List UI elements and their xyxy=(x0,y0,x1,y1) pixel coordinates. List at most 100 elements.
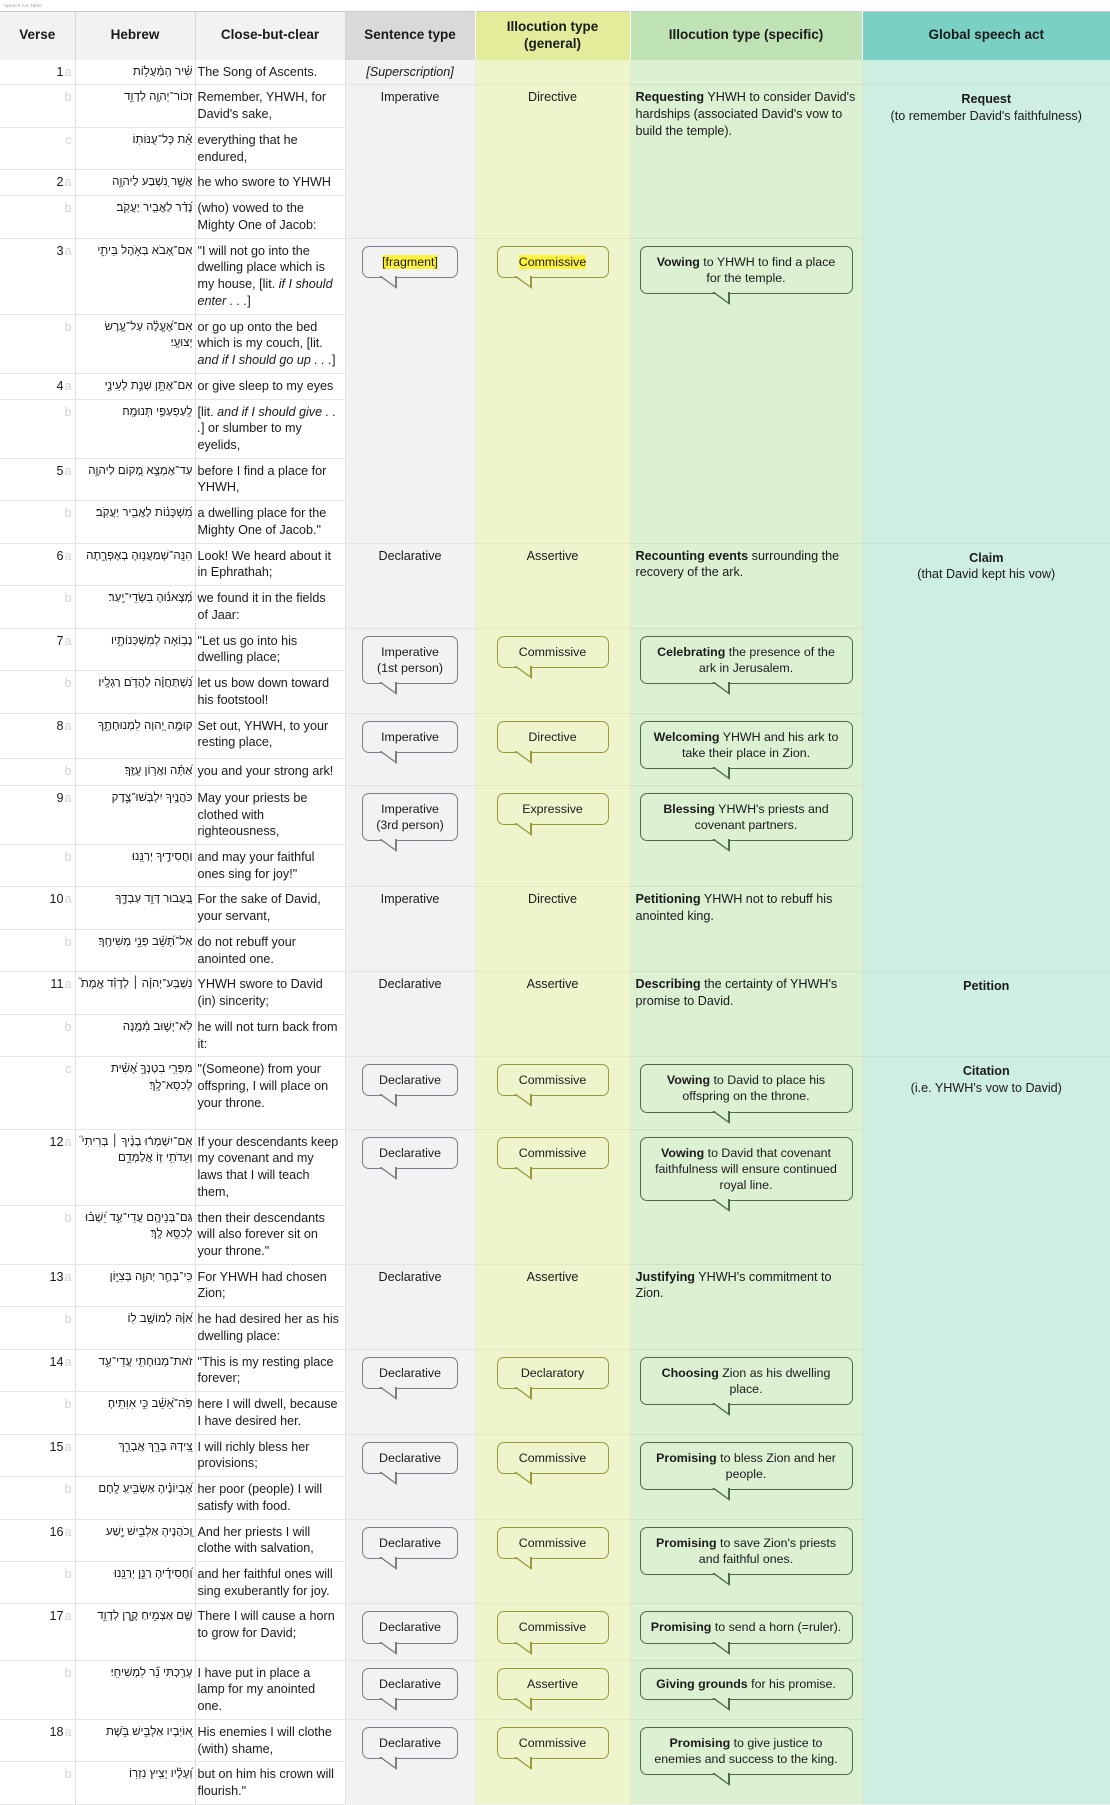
illocution-verb: Blessing xyxy=(663,801,715,816)
close-but-clear-cell: we found it in the fields of Jaar: xyxy=(195,585,346,629)
illocution-general-cell: Commissive xyxy=(475,1129,631,1265)
verse-letter: a xyxy=(64,64,72,79)
close-but-clear-cell: "(Someone) from your offspring, I will p… xyxy=(195,1056,346,1130)
bubble-label: Vowing to YHWH to find a place for the t… xyxy=(656,254,836,285)
illocution-specific-cell: Describing the certainty of YHWH's promi… xyxy=(630,971,863,1058)
verse-number: 3 xyxy=(56,243,64,258)
column-header-close-but-clear: Close-but-clear xyxy=(195,11,346,60)
close-but-clear-cell: Remember, YHWH, for David's sake, xyxy=(195,84,346,128)
sentence-type-cell: Declarative xyxy=(345,543,476,629)
illocution-general-cell: Commissive xyxy=(475,1434,631,1520)
hebrew-cell: אֲשֶׁ֣ר נִ֭שְׁבַּע לַיהוָ֑ה xyxy=(75,169,196,197)
illocution-specific-cell: Promising to give justice to enemies and… xyxy=(630,1719,863,1805)
hebrew-cell: בַּ֭עֲבוּר דָּוִ֣ד עַבְדֶּ֑ךָ xyxy=(75,886,196,930)
close-but-clear-cell: he had desired her as his dwelling place… xyxy=(195,1306,346,1350)
close-but-clear-cell: and her faithful ones will sing exuberan… xyxy=(195,1561,346,1605)
verse-cell: 5a xyxy=(0,458,76,502)
close-but-clear-cell: and may your faithful ones sing for joy!… xyxy=(195,844,346,888)
bubble-tail-inner xyxy=(380,1165,395,1177)
bubble-label: Promising to send a horn (=ruler). xyxy=(650,1620,842,1635)
speech-bubble: Declaratory xyxy=(496,1356,609,1400)
speech-bubble: Blessing YHWH's priests and covenant par… xyxy=(639,792,853,853)
close-but-clear-cell: I have put in place a lamp for my anoint… xyxy=(195,1660,346,1720)
bubble-tail-inner xyxy=(514,821,530,833)
sentence-type-cell: Declarative xyxy=(345,971,476,1058)
speech-bubble: Vowing to YHWH to find a place for the t… xyxy=(639,245,853,305)
bubble-tail-inner xyxy=(514,664,530,676)
bubble-label: Declarative xyxy=(379,1676,441,1691)
hebrew-cell: אִם־אֶתֵּ֣ן שְׁנַ֣ת לְעֵינָ֑י xyxy=(75,373,196,400)
illocution-general-cell xyxy=(475,59,631,86)
speech-bubble: Declarative xyxy=(362,1356,458,1400)
verse-number: 2 xyxy=(56,175,64,190)
speech-bubble: Assertive xyxy=(496,1667,609,1711)
column-header-verse: Verse xyxy=(0,11,76,60)
verse-letter: b xyxy=(64,1397,72,1412)
hebrew-cell: אַל־תָּ֝שֵׁ֗ב פְּנֵ֣י מְשִׁיחֶֽךָ׃ xyxy=(75,929,196,973)
sentence-type-cell: Imperative (1st person) xyxy=(345,628,476,714)
verse-number: 5 xyxy=(56,463,64,478)
illocution-verb: Promising xyxy=(655,1535,717,1550)
hebrew-cell: אֶ֝בְיוֹנֶ֗יהָ אַשְׂבִּ֥יעַֽ לָֽחֶם׃ xyxy=(75,1476,196,1520)
sentence-type-label: [Superscription] xyxy=(366,64,454,79)
illocution-specific-cell: Promising to bless Zion and her people. xyxy=(630,1434,863,1520)
verse-number: 13 xyxy=(49,1269,64,1284)
bubble-tail-inner xyxy=(713,1109,729,1121)
close-but-clear-cell: The Song of Ascents. xyxy=(195,59,346,86)
illocution-general-cell: Commissive xyxy=(475,1519,631,1605)
verse-cell: b xyxy=(0,929,76,973)
illocution-general-cell: Directive xyxy=(475,713,631,786)
hebrew-cell: נִ֝שְׁתַּחֲוֶ֗ה לַהֲדֹ֥ם רַגְלָֽיו׃ xyxy=(75,670,196,714)
sentence-type-cell: Declarative xyxy=(345,1660,476,1720)
bubble-label: Promising to save Zion's priests and fai… xyxy=(655,1535,837,1566)
illocution-verb: Justifying xyxy=(635,1269,695,1284)
bubble-label: [fragment] xyxy=(382,254,438,269)
speech-bubble: Declarative xyxy=(362,1611,458,1655)
close-but-clear-cell: For the sake of David, your servant, xyxy=(195,886,346,930)
illocution-general-cell: Directive xyxy=(475,84,631,239)
verse-letter: a xyxy=(64,1354,72,1369)
speech-bubble: Commissive xyxy=(496,1611,609,1655)
verse-letter: b xyxy=(64,201,72,216)
bubble-label: Expressive xyxy=(522,801,583,816)
verse-number: 11 xyxy=(50,977,64,992)
illocution-general-cell: Expressive xyxy=(475,785,631,888)
global-speech-act-subtitle: (to remember David's faithfulness) xyxy=(890,109,1082,124)
sentence-type-label: Declarative xyxy=(378,977,442,992)
sentence-type-cell: [fragment] xyxy=(345,238,476,544)
speech-bubble: Commissive xyxy=(496,245,609,289)
bubble-label: Choosing Zion as his dwelling place. xyxy=(661,1365,831,1396)
bubble-tail-inner xyxy=(713,290,729,302)
illocution-specific-cell: Celebrating the presence of the ark in J… xyxy=(630,628,863,714)
verse-cell: 4a xyxy=(0,373,76,400)
speech-bubble: Vowing to David that covenant faithfulne… xyxy=(639,1136,853,1212)
bubble-label: Giving grounds for his promise. xyxy=(656,1676,836,1691)
illocution-verb: Vowing xyxy=(666,1073,711,1088)
sentence-type-cell: Declarative xyxy=(345,1603,476,1661)
verse-cell: 6a xyxy=(0,543,76,587)
illocution-specific-cell: Promising to send a horn (=ruler). xyxy=(630,1603,863,1661)
hebrew-cell: פֹּֽה־אֵ֝שֵׁ֗ב כִּ֣י אִוִּתִֽיהָ׃ xyxy=(75,1391,196,1435)
speech-bubble: Commissive xyxy=(496,635,609,679)
hebrew-cell: שִׁ֗יר הַֽמַּ֫עֲל֥וֹת xyxy=(75,59,196,86)
hebrew-cell: אִ֝וָּ֗הּ לְמוֹשָׁ֥ב לֽוֹ׃ xyxy=(75,1306,196,1350)
bubble-tail-inner xyxy=(713,1772,729,1784)
hebrew-cell: נָב֥וֹאָה לְמִשְׁכְּנוֹתָ֑יו xyxy=(75,628,196,672)
hebrew-cell: כֹּהֲנֶ֥יךָ יִלְבְּשׁוּ־צֶ֑דֶק xyxy=(75,785,196,845)
illocution-general-label: Directive xyxy=(528,892,577,907)
close-but-clear-cell: YHWH swore to David (in) sincerity; xyxy=(195,971,346,1015)
verse-number: 15 xyxy=(49,1439,64,1454)
verse-number: 16 xyxy=(49,1524,64,1539)
speech-bubble: Promising to bless Zion and her people. xyxy=(639,1441,853,1501)
bubble-label: Commissive xyxy=(518,1073,587,1088)
bubble-label: Commissive xyxy=(518,1450,587,1465)
speech-bubble: Declarative xyxy=(362,1441,458,1485)
bubble-label: Imperative (3rd person) xyxy=(376,801,444,832)
illocution-general-cell: Declaratory xyxy=(475,1349,631,1435)
